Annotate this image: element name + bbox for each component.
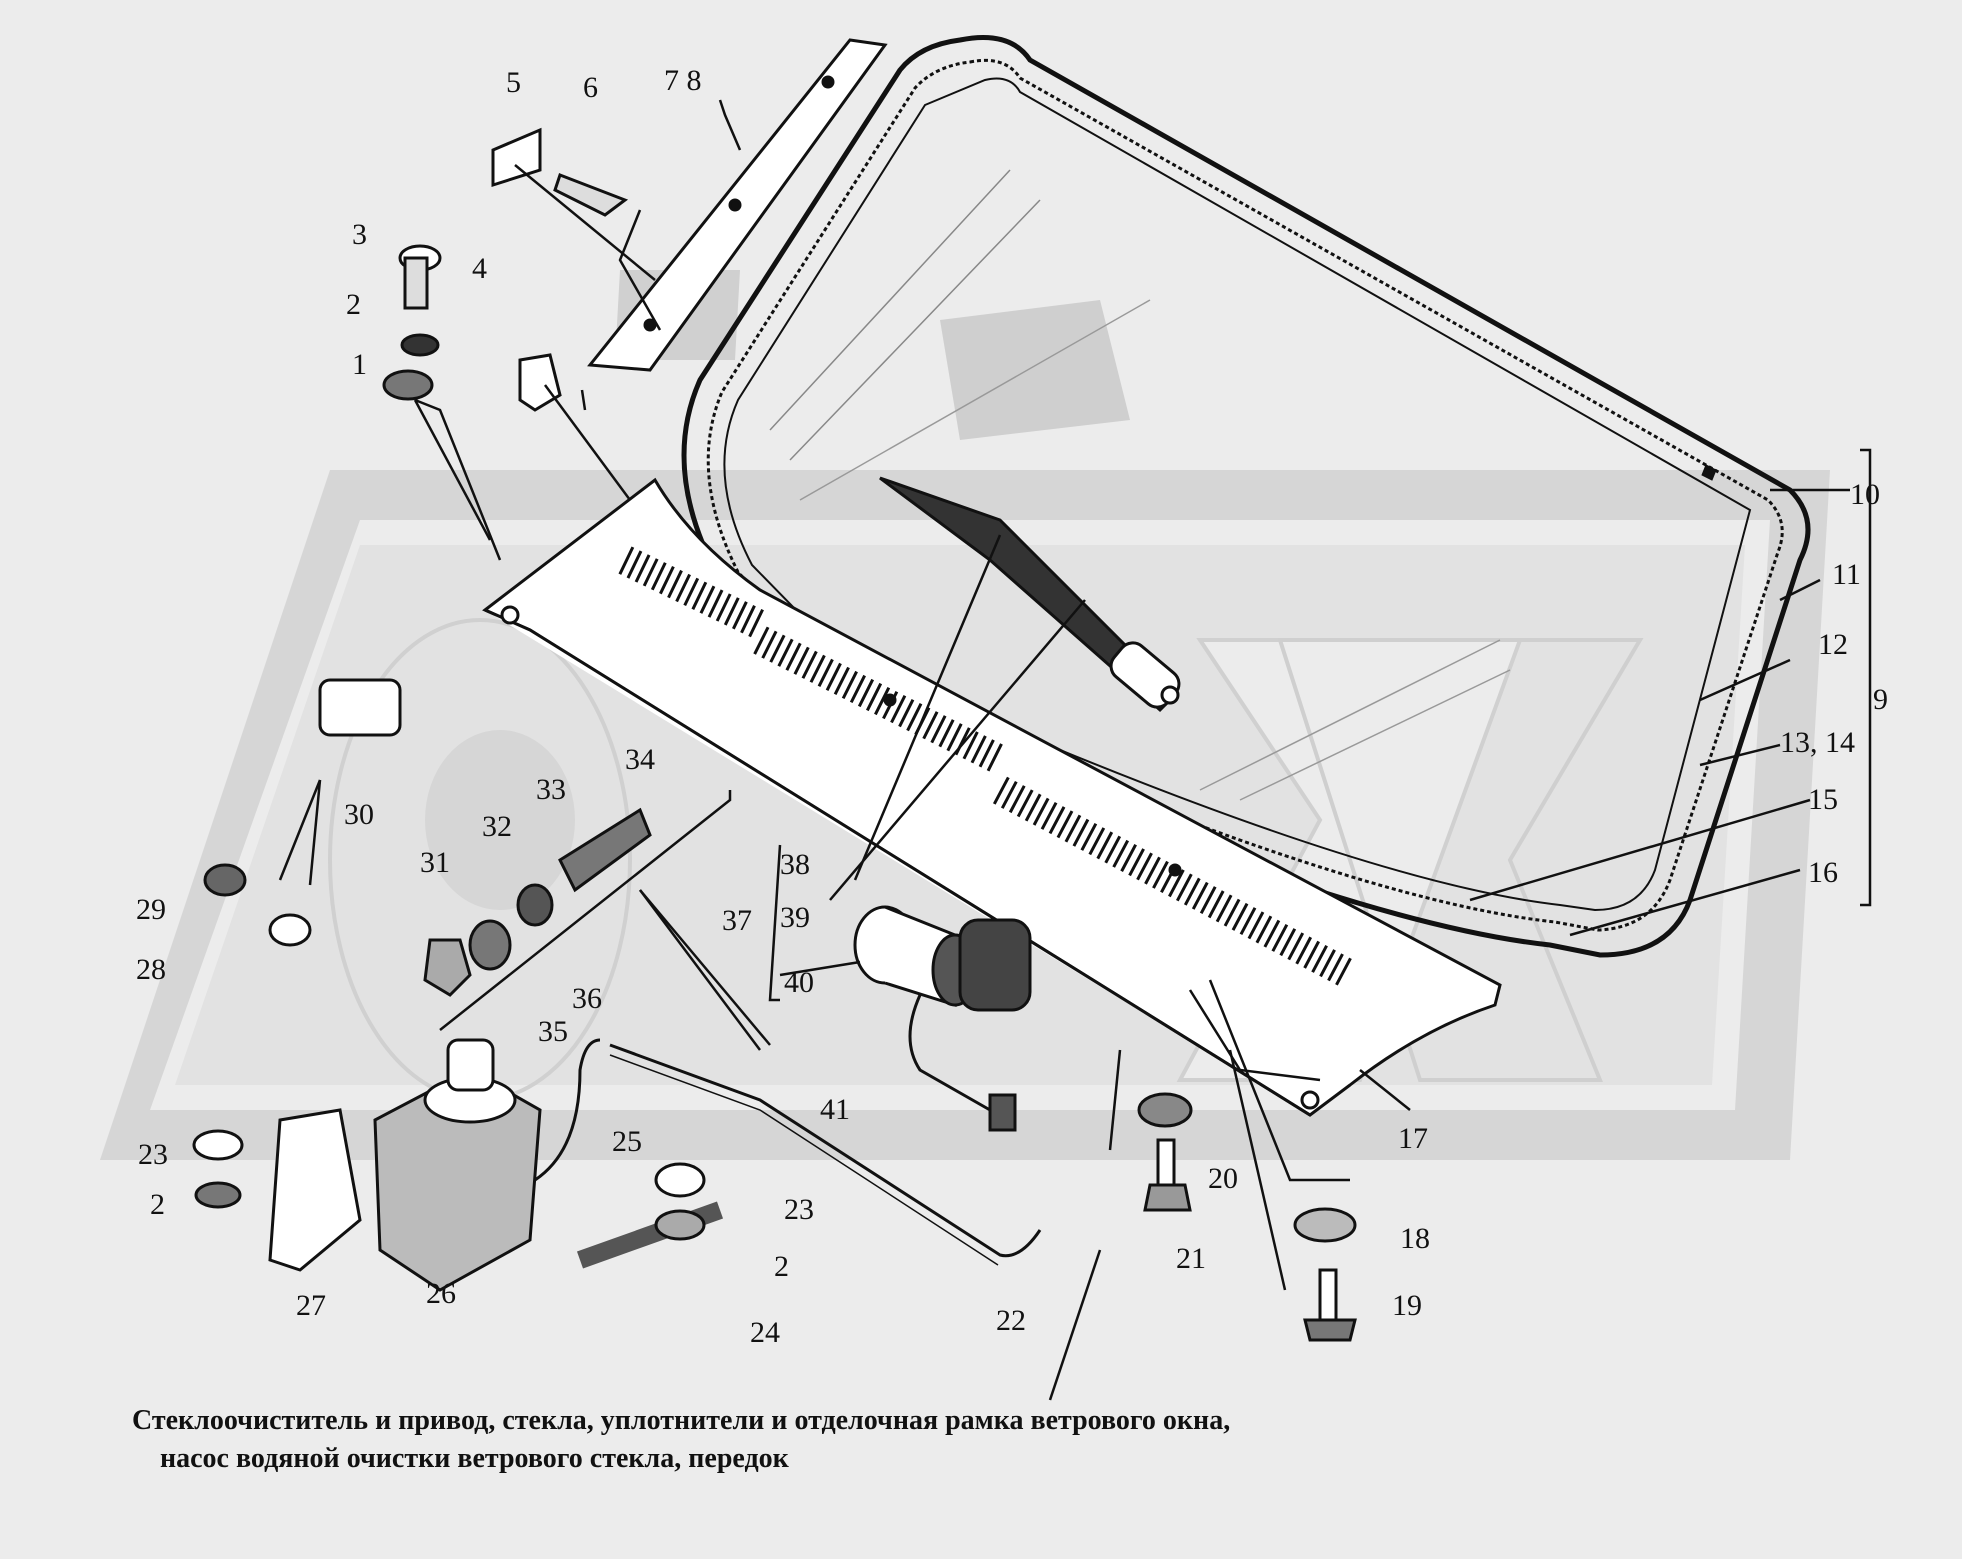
leader-lines bbox=[278, 99, 1872, 1401]
callout-17: 17 bbox=[1398, 1122, 1428, 1155]
callout-6: 6 bbox=[583, 71, 598, 104]
wiper-motor bbox=[853, 905, 1032, 1132]
callout-2-left: 2 bbox=[150, 1188, 165, 1221]
fasteners bbox=[192, 127, 1357, 1342]
callout-23-mid: 23 bbox=[784, 1193, 814, 1226]
callout-21: 21 bbox=[1176, 1242, 1206, 1275]
callout-28: 28 bbox=[136, 953, 166, 986]
callout-13-14: 13, 14 bbox=[1780, 726, 1855, 759]
callout-24: 24 bbox=[750, 1316, 780, 1349]
callout-4: 4 bbox=[472, 252, 487, 285]
callout-31: 31 bbox=[420, 846, 450, 879]
callout-2-top: 2 bbox=[346, 288, 361, 321]
callout-36: 36 bbox=[572, 982, 602, 1015]
washer-pump bbox=[268, 1038, 601, 1292]
callout-37: 37 bbox=[722, 904, 752, 937]
callout-26: 26 bbox=[426, 1277, 456, 1310]
callout-12: 12 bbox=[1818, 628, 1848, 661]
callout-3: 3 bbox=[352, 218, 367, 251]
callout-1: 1 bbox=[352, 348, 367, 381]
callout-30: 30 bbox=[344, 798, 374, 831]
callout-40: 40 bbox=[784, 966, 814, 999]
callout-20: 20 bbox=[1208, 1162, 1238, 1195]
callout-11: 11 bbox=[1832, 558, 1861, 591]
callout-19: 19 bbox=[1392, 1289, 1422, 1322]
diagram-caption: Стеклоочиститель и привод, стекла, уплот… bbox=[132, 1402, 1832, 1478]
callout-25: 25 bbox=[612, 1125, 642, 1158]
cowl-panel bbox=[482, 477, 1502, 1117]
callout-29: 29 bbox=[136, 893, 166, 926]
callout-41: 41 bbox=[820, 1093, 850, 1126]
callout-23-left: 23 bbox=[138, 1138, 168, 1171]
callout-10: 10 bbox=[1850, 478, 1880, 511]
caption-line-2: насос водяной очистки ветрового стекла, … bbox=[160, 1443, 789, 1474]
callout-32: 32 bbox=[482, 810, 512, 843]
windshield-assembly bbox=[681, 35, 1811, 958]
callout-2-mid: 2 bbox=[774, 1250, 789, 1283]
callout-34: 34 bbox=[625, 743, 655, 776]
callout-39: 39 bbox=[780, 901, 810, 934]
callout-22: 22 bbox=[996, 1304, 1026, 1337]
callout-38: 38 bbox=[780, 848, 810, 881]
callout-5: 5 bbox=[506, 66, 521, 99]
trim-strip bbox=[587, 38, 888, 372]
callout-7-8: 7 8 bbox=[664, 64, 702, 97]
cowl-vents bbox=[618, 546, 1358, 989]
callout-9: 9 bbox=[1873, 683, 1888, 716]
callout-27: 27 bbox=[296, 1289, 326, 1322]
callout-18: 18 bbox=[1400, 1222, 1430, 1255]
caption-line-1: Стеклоочиститель и привод, стекла, уплот… bbox=[132, 1405, 1231, 1436]
callout-35: 35 bbox=[538, 1015, 568, 1048]
callout-15: 15 bbox=[1808, 783, 1838, 816]
callout-33: 33 bbox=[536, 773, 566, 806]
callout-16: 16 bbox=[1808, 856, 1838, 889]
